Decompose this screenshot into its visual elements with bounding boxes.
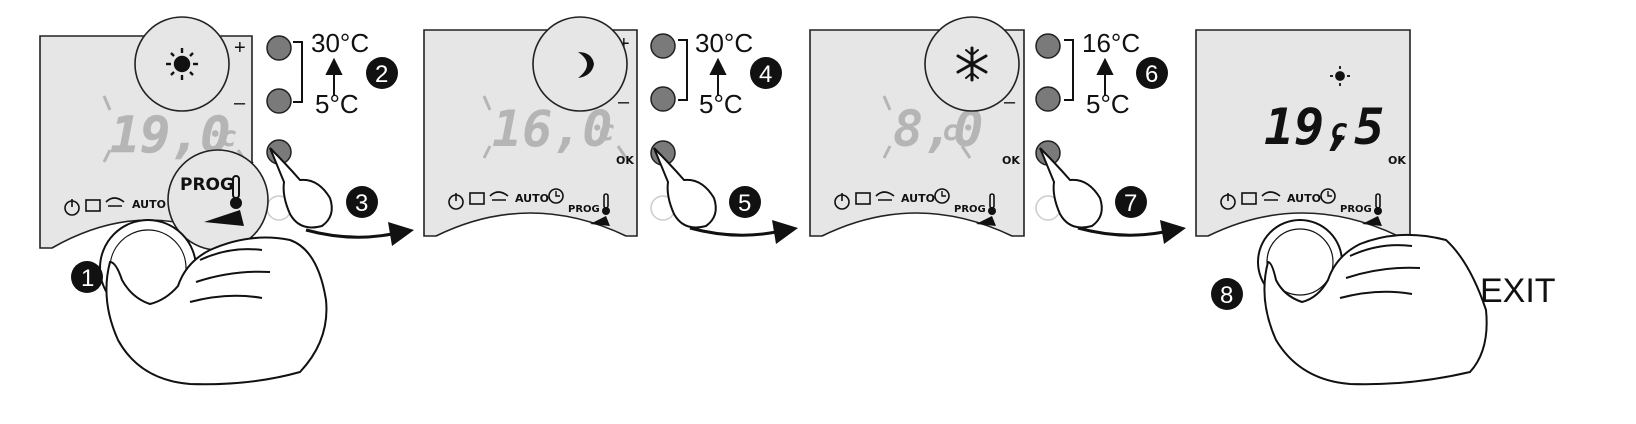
panel-4: 19,5 c OK AUTO PROG 8 EXIT: [1195, 29, 1556, 386]
thermometer-icon: [230, 175, 242, 209]
step-5-number: 5: [738, 190, 751, 217]
step-5-arrow: [689, 226, 777, 237]
thermometer-icon: [602, 193, 610, 215]
hand-icon: [1261, 191, 1281, 201]
suitcase-icon: [855, 192, 871, 205]
panel-3-unit: c: [942, 114, 959, 147]
panel-2-pointing-hand: [653, 147, 717, 229]
panel-2-range-bracket: [678, 39, 688, 101]
panel-1: 19,0 c AUTO + – OK 30°C 5°C: [39, 16, 414, 386]
panel-1-hand-on-knob: [99, 219, 328, 386]
panel-3-prog-bar: [976, 216, 996, 226]
step-1-number: 1: [81, 265, 94, 292]
clock-icon: [548, 188, 564, 204]
panel-3-pointing-hand: [1039, 147, 1103, 229]
panel-3-blink-marks: [882, 95, 972, 159]
moon-icon: [578, 52, 594, 78]
panel-3-ok-label: OK: [1002, 154, 1020, 167]
panel-4-ok-label: OK: [1388, 154, 1406, 167]
panel-3-range-bracket: [1064, 39, 1074, 101]
panel-3-range-max: 16°C: [1082, 28, 1140, 58]
step-7-number: 7: [1124, 190, 1137, 217]
clock-icon: [1320, 188, 1336, 204]
panel-4-hand-on-knob: [1257, 219, 1488, 386]
panel-2-up-arrow: [709, 57, 727, 96]
step-3-arrow: [305, 228, 393, 239]
hand-icon: [105, 197, 125, 207]
panel-1-minus-label: –: [234, 92, 246, 114]
step-6-number: 6: [1145, 61, 1158, 88]
step-7-arrow: [1077, 226, 1165, 237]
step-3-badge: [346, 186, 378, 218]
prog-label: PROG: [568, 204, 600, 215]
panel-2-unit: c: [598, 114, 615, 147]
panel-3-up-arrow: [1096, 57, 1114, 96]
step-3-number: 3: [355, 190, 368, 217]
panel-2-plus-label: +: [618, 33, 630, 55]
panel-1-up-arrow: [325, 57, 343, 96]
panel-1-status-row: AUTO: [64, 197, 166, 216]
auto-label: AUTO: [1287, 192, 1321, 205]
panel-4-unit: c: [1330, 113, 1348, 148]
step-7-badge: [1115, 186, 1147, 218]
panel-1-range-bracket: [293, 41, 303, 103]
panel-1-plus-button[interactable]: [266, 35, 292, 61]
auto-label: AUTO: [901, 192, 935, 205]
panel-2-status-row: AUTO PROG: [448, 188, 610, 226]
panel-1-plus-label: +: [234, 37, 246, 59]
panel-2-range-min: 5°C: [699, 89, 743, 119]
panel-1-range-min: 5°C: [315, 89, 359, 119]
panel-1-prog-label: PROG: [180, 175, 234, 195]
panel-3: 8,0 c AUTO PROG OK – 16°C 5°: [809, 16, 1186, 244]
prog-label: PROG: [954, 204, 986, 215]
panel-3-range-min: 5°C: [1086, 89, 1130, 119]
sun-icon: [166, 48, 198, 80]
panel-2-prog-bar: [590, 216, 610, 226]
panel-4-status-row: AUTO PROG: [1220, 188, 1382, 226]
suitcase-icon: [469, 192, 485, 205]
panel-1-range-max: 30°C: [311, 28, 369, 58]
panel-3-plus-button[interactable]: [1035, 33, 1061, 59]
suitcase-icon: [85, 199, 101, 212]
step-2-badge: [366, 57, 398, 89]
panel-2: 16,0 c AUTO PROG OK + – 30°C: [423, 16, 798, 244]
panel-1-unit: c: [220, 120, 237, 153]
panel-2-plus-button[interactable]: [650, 33, 676, 59]
clock-icon: [934, 188, 950, 204]
panel-1-prog-bar: [204, 210, 244, 226]
step-4-badge: [750, 57, 782, 89]
panel-4-prog-bar: [1362, 216, 1382, 226]
step-8-number: 8: [1220, 282, 1233, 309]
thermometer-icon: [1374, 193, 1382, 215]
step-2-number: 2: [375, 61, 388, 88]
panel-4-display: 19,5: [1264, 98, 1384, 156]
panel-2-range-max: 30°C: [695, 28, 753, 58]
step-6-badge: [1136, 57, 1168, 89]
hand-icon: [875, 191, 895, 201]
step-1-badge: [71, 261, 103, 293]
panel-2-zoom-bubble: [532, 16, 628, 112]
snowflake-icon: [956, 46, 988, 82]
panel-2-blink-marks: [482, 95, 628, 159]
suitcase-icon: [1241, 192, 1257, 205]
step-5-badge: [729, 186, 761, 218]
step-4-number: 4: [759, 61, 772, 88]
thermometer-icon: [988, 193, 996, 215]
panel-2-minus-label: –: [618, 91, 630, 113]
panel-2-ok-label: OK: [616, 154, 634, 167]
panel-1-pointing-hand: [269, 147, 333, 229]
prog-label: PROG: [1340, 204, 1372, 215]
panel-2-minus-button[interactable]: [650, 86, 676, 112]
hand-icon: [489, 191, 509, 201]
panel-3-minus-button[interactable]: [1035, 86, 1061, 112]
step-8-badge: [1211, 278, 1243, 310]
auto-label: AUTO: [515, 192, 549, 205]
panel-3-status-row: AUTO PROG: [834, 188, 996, 226]
sun-icon: [1330, 66, 1350, 86]
exit-label: EXIT: [1480, 272, 1556, 310]
auto-label: AUTO: [132, 198, 166, 211]
panel-1-minus-button[interactable]: [266, 88, 292, 114]
